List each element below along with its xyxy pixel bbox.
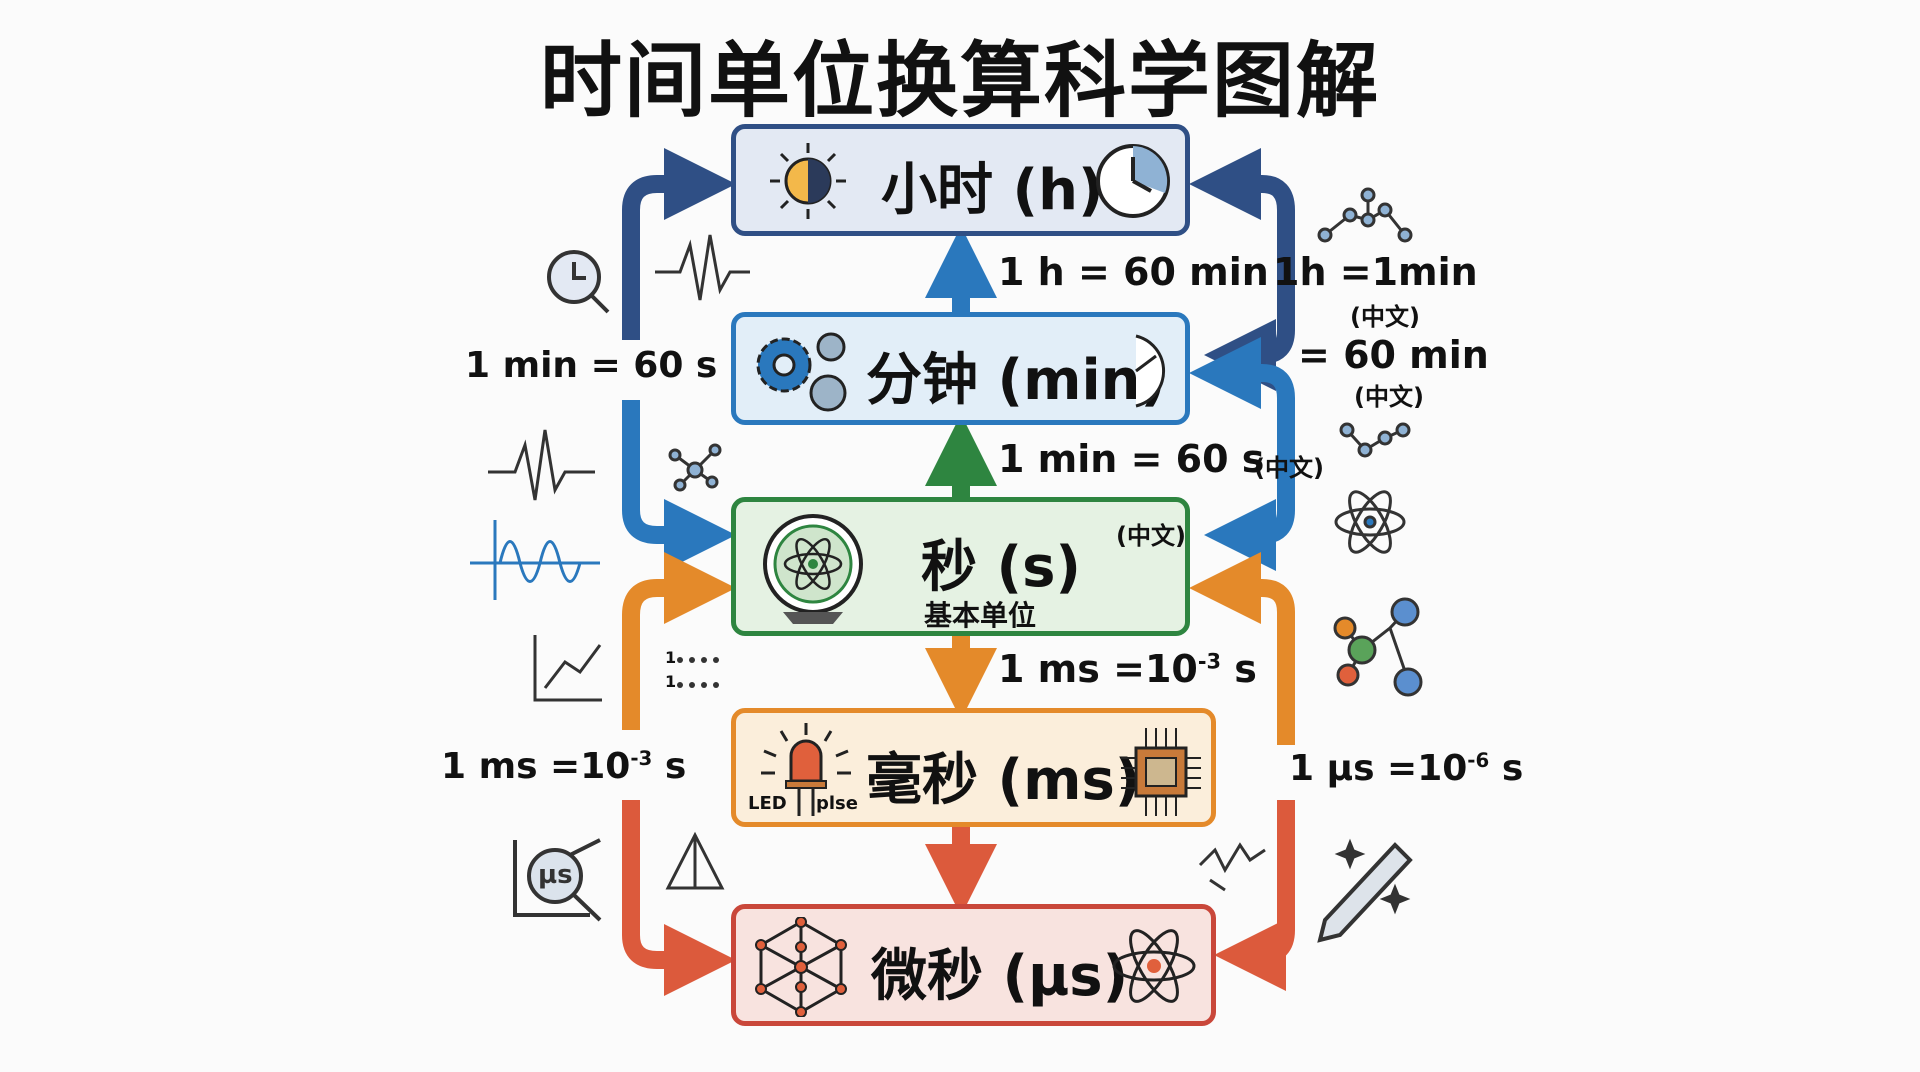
triangle-icon (665, 831, 725, 890)
ms-center-exp: -3 (1197, 649, 1222, 674)
us-right-unit: s (1489, 748, 1524, 789)
note-b: (中文) (1354, 383, 1424, 411)
minute-label: 分钟 (min) (866, 348, 1167, 413)
magnifier-clock-icon (547, 250, 610, 314)
microsecond-label: 微秒 (µs) (871, 944, 1129, 1009)
led-label: LED (748, 793, 787, 814)
chip-icon (1121, 728, 1201, 816)
conversion-ms-left: 1 ms =10-3 s (441, 746, 686, 787)
signal-icon (1198, 842, 1266, 892)
gears-icon (756, 332, 847, 412)
minute-box: 分钟 (min) (731, 312, 1190, 425)
atom-icon (1334, 490, 1406, 554)
millisecond-label: 毫秒 (ms) (866, 748, 1141, 813)
microsecond-box: 微秒 (µs) (731, 904, 1216, 1026)
magnifier-us-icon (513, 838, 602, 922)
sun-moon-icon (770, 143, 846, 219)
ms-left-unit: s (652, 746, 687, 787)
hour-label: 小时 (h) (881, 158, 1104, 223)
network-icon (668, 187, 1413, 492)
binary-label: 1 1 (665, 648, 677, 691)
arrow-left-to-second-orange (622, 552, 736, 730)
note-c: (中文) (1254, 454, 1324, 482)
second-sublabel: 基本单位 (924, 599, 1037, 632)
conversion-h-min-right-a: 1h =1min (1273, 250, 1478, 294)
second-label: 秒 (s) (921, 535, 1082, 600)
arrow-right-hour-min (1204, 175, 1295, 391)
atomic-clock-icon (763, 514, 863, 624)
arrow-left-to-hour (622, 148, 736, 340)
hour-box: 小时 (h) (731, 124, 1190, 236)
ms-center-base: 1 ms =10 (998, 647, 1198, 691)
atom-icon-us (1112, 929, 1196, 1003)
lattice-icon (755, 917, 847, 1017)
second-box: 秒 (s) 基本单位 (中文) (731, 497, 1190, 636)
page-title: 时间单位换算科学图解 (539, 34, 1380, 129)
ms-center-unit: s (1221, 647, 1257, 691)
wave-icon-2 (488, 429, 595, 501)
conversion-h-min-center: 1 h = 60 min (998, 250, 1269, 294)
note-a: (中文) (1350, 303, 1420, 331)
arrow-left-to-second (622, 400, 736, 571)
molecule-icon (1333, 597, 1423, 697)
us-right-base: 1 µs =10 (1289, 748, 1468, 789)
magnifier-us-label: µs (538, 860, 573, 890)
conversion-us-right: 1 µs =10-6 s (1289, 748, 1523, 789)
stopwatch-icon (1135, 334, 1166, 408)
chart-icon (533, 635, 602, 702)
ms-left-exp: -3 (630, 747, 653, 770)
wave-icon (655, 234, 750, 301)
arrow-right-sec-us (1240, 579, 1295, 745)
second-note: (中文) (1116, 522, 1186, 550)
pulse-label: plse (816, 793, 858, 814)
ms-left-base: 1 ms =10 (441, 746, 631, 787)
conversion-min-s-left: 1 min = 60 s (465, 345, 718, 386)
conversion-h-min-right-b: = 60 min (1298, 333, 1489, 377)
conversion-min-s-center: 1 min = 60 s (998, 437, 1265, 481)
led-icon (761, 723, 851, 816)
clock-icon (1096, 144, 1170, 218)
us-right-exp: -6 (1467, 749, 1490, 772)
conversion-ms-center: 1 ms =10-3 s (998, 647, 1257, 691)
arrow-left-to-microsecond (622, 800, 736, 996)
binary-dots-icon (677, 657, 719, 688)
oscillation-icon (470, 520, 600, 600)
arrow-right-min-sec (1204, 364, 1295, 571)
millisecond-box: LED plse 毫秒 (ms) (731, 708, 1216, 827)
pencil-sparkle-icon (1317, 838, 1413, 943)
